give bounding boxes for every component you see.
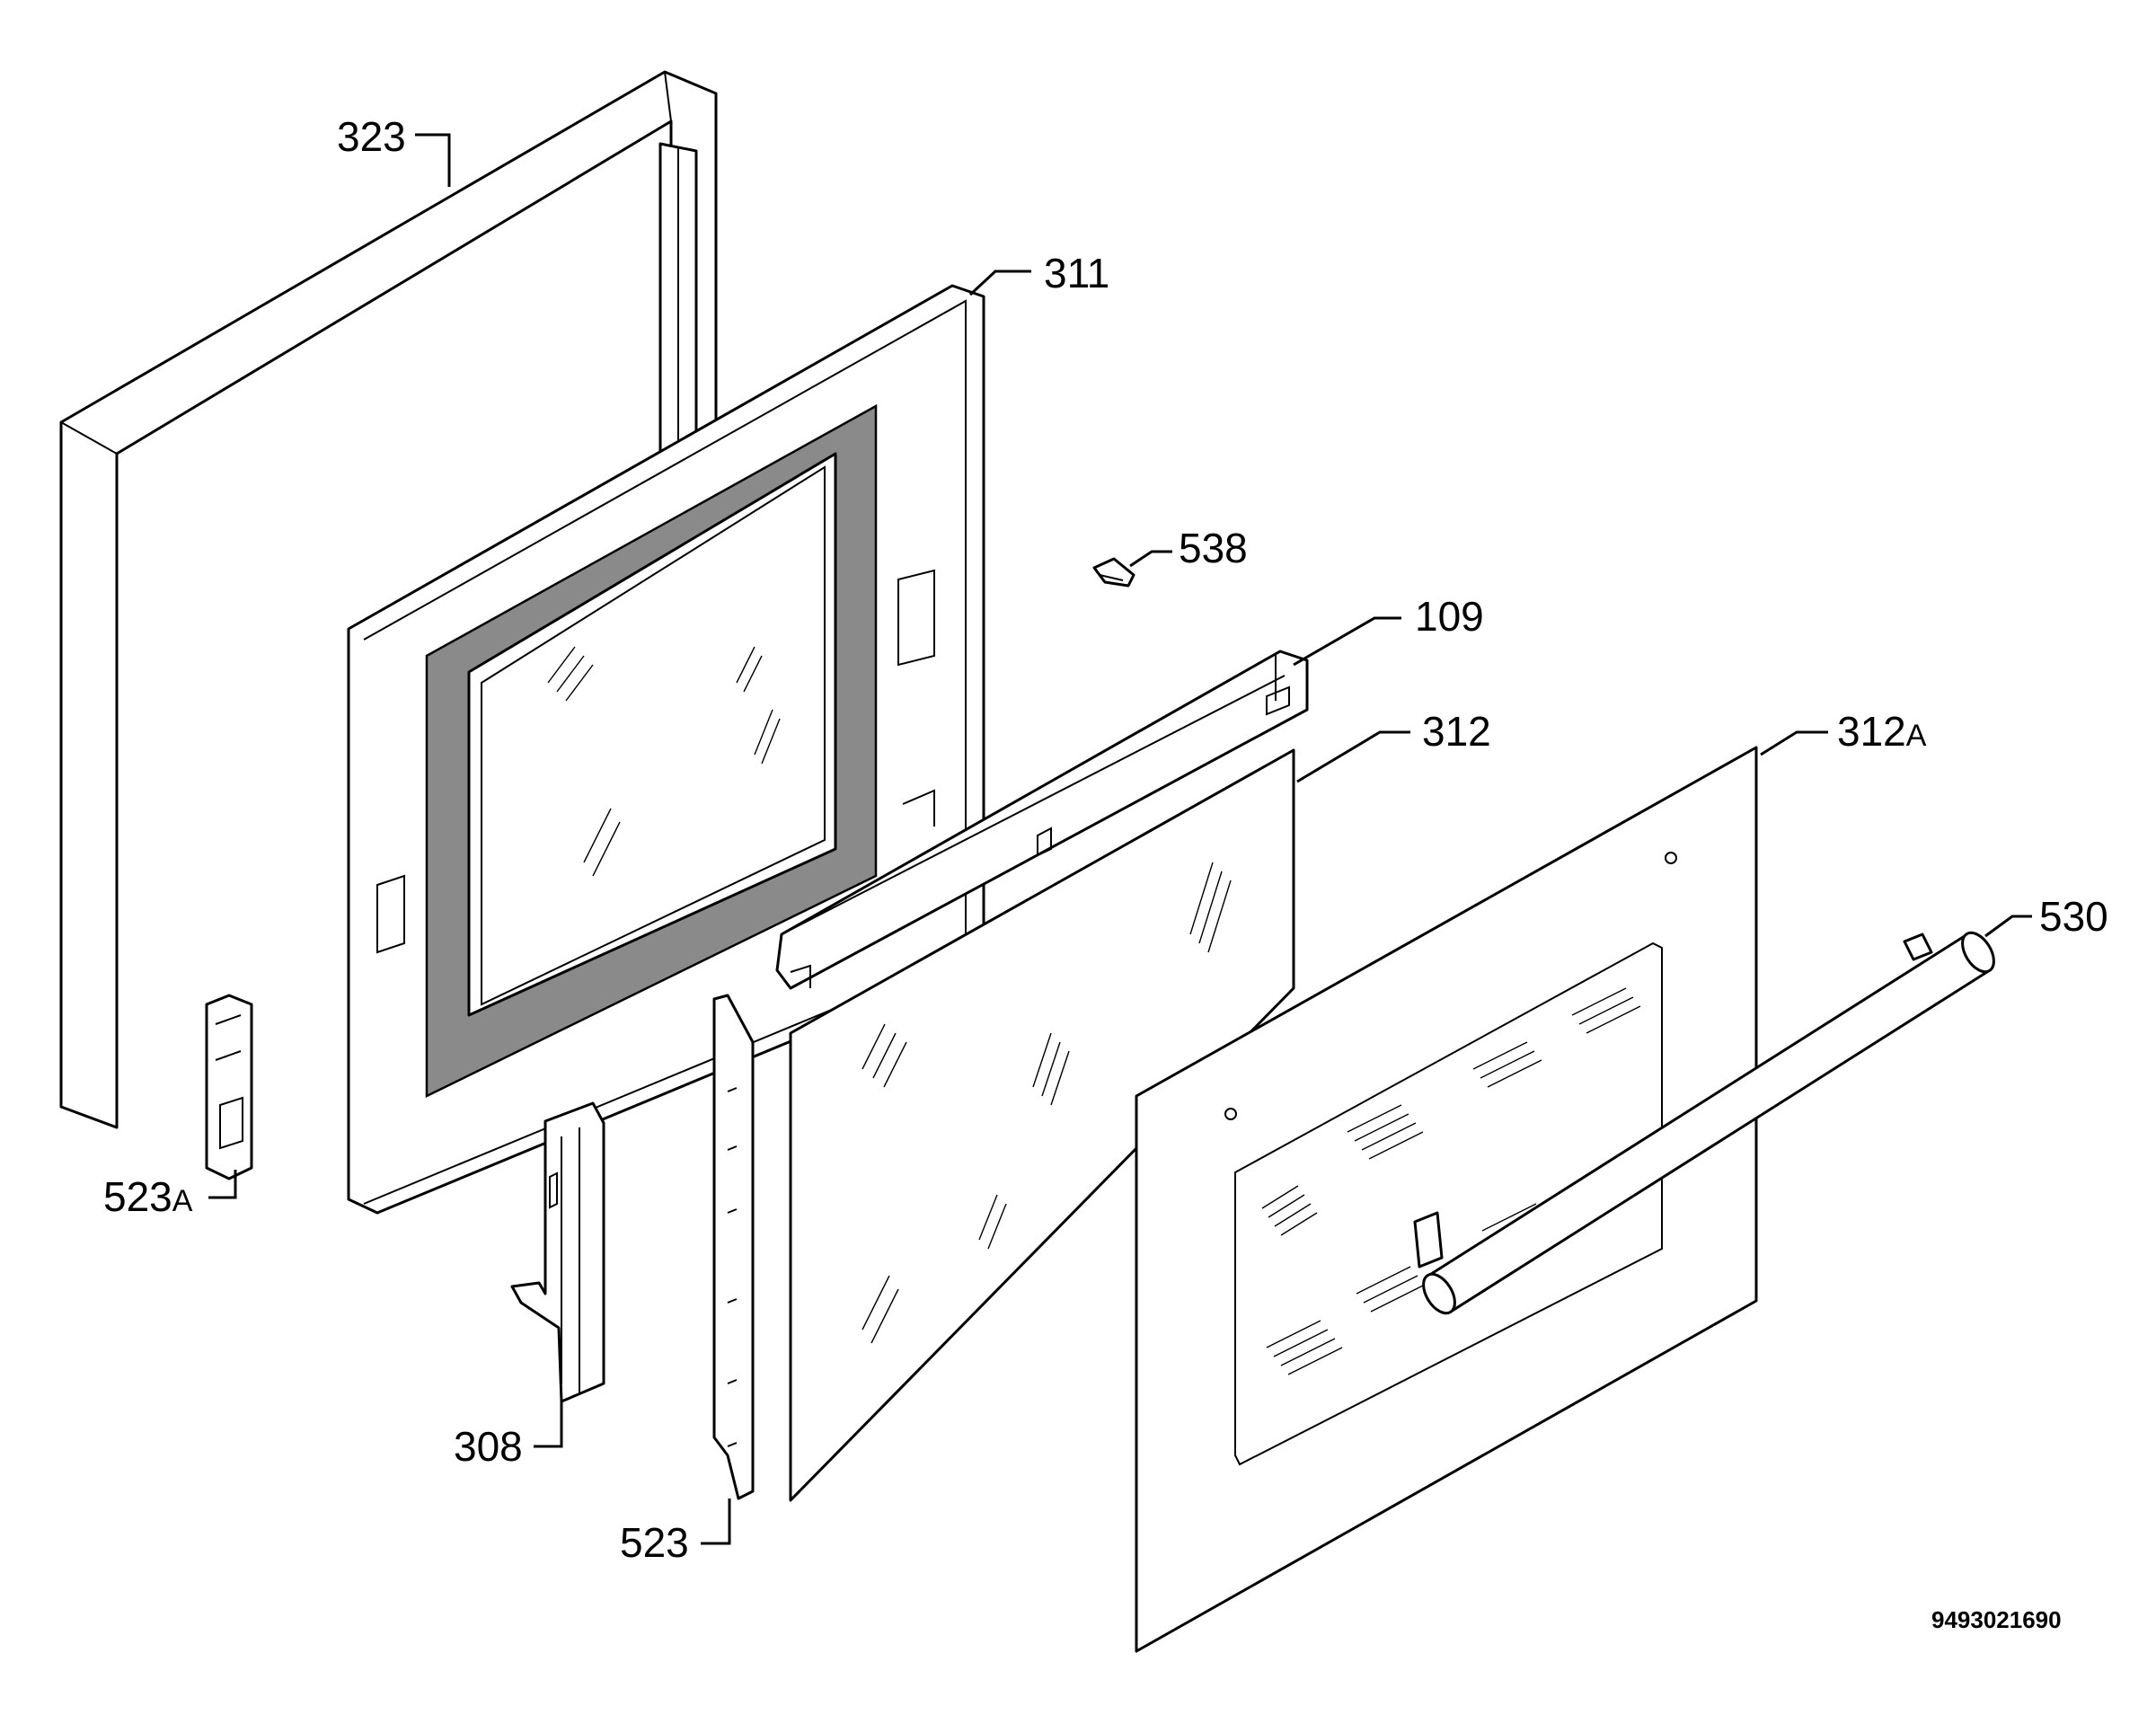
part-312a-outer-glass — [1135, 746, 1758, 1653]
part-312-middle-glass — [789, 748, 1295, 1502]
callout-308: 308 — [454, 1400, 563, 1470]
callout-suffix: A — [1906, 719, 1927, 753]
part-109-deflector-strip — [775, 650, 1309, 990]
callout-323: 323 — [337, 113, 451, 187]
part-530-door-handle — [1413, 931, 1995, 1315]
callout-label: 312 — [1422, 708, 1491, 755]
callout-538: 538 — [1129, 525, 1248, 571]
part-523a-hinge-bracket — [205, 994, 253, 1180]
part-538-screw — [1092, 557, 1135, 588]
callout-label: 109 — [1415, 593, 1484, 640]
callout-suffix: A — [172, 1184, 193, 1218]
callout-109: 109 — [1293, 593, 1484, 667]
callout-label: 538 — [1179, 525, 1248, 571]
callout-312a: 312A — [1760, 708, 1927, 756]
callout-label: 523 — [103, 1173, 172, 1220]
svg-text:523A: 523A — [103, 1173, 193, 1220]
part-311-inner-door-panel — [347, 284, 985, 1215]
svg-text:312A: 312A — [1837, 708, 1927, 755]
callout-530: 530 — [1984, 893, 2108, 940]
callout-312: 312 — [1296, 708, 1491, 783]
callout-label: 311 — [1044, 250, 1109, 296]
callout-311: 311 — [968, 250, 1109, 296]
callout-label: 312 — [1837, 708, 1906, 755]
part-523-side-strip — [712, 994, 755, 1500]
callout-label: 530 — [2039, 893, 2108, 940]
callout-label: 308 — [454, 1423, 523, 1470]
callout-label: 323 — [337, 113, 406, 160]
callout-523: 523 — [620, 1498, 731, 1566]
part-308-hinge — [510, 1101, 605, 1403]
document-number: 9493021690 — [1931, 1606, 2062, 1633]
callout-523a: 523A — [103, 1170, 237, 1220]
callout-label: 523 — [620, 1519, 689, 1566]
